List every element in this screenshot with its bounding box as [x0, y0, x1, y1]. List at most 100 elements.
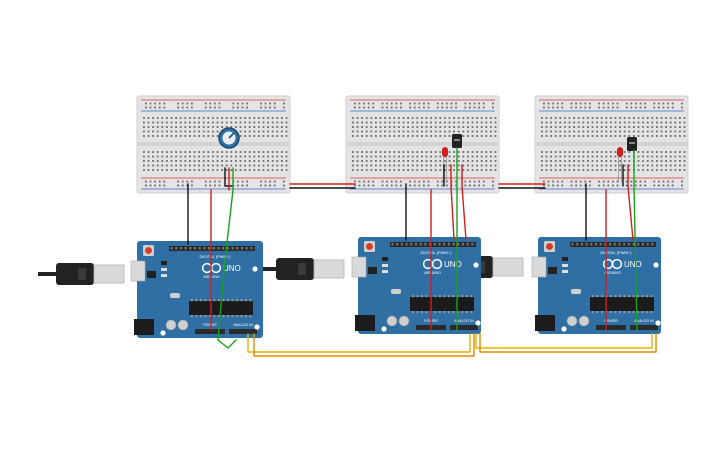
breadboard-hole [402, 117, 405, 119]
breadboard-hole [273, 106, 276, 109]
header-pin [452, 243, 455, 246]
breadboard-hole [494, 121, 497, 124]
breadboard-hole [577, 121, 580, 124]
breadboard-hole [485, 130, 488, 133]
breadboard-hole [170, 151, 173, 153]
header-pin [585, 243, 588, 246]
breadboard-hole [554, 130, 557, 133]
breadboard-hole [552, 184, 554, 187]
breadboard-hole [614, 121, 617, 124]
breadboard-hole [161, 117, 164, 119]
breadboard-hole [253, 164, 256, 167]
breadboard-hole [543, 102, 545, 105]
chip-pin [637, 311, 639, 314]
breadboard-hole [637, 130, 640, 133]
breadboard-hole [653, 102, 656, 105]
breadboard-hole [152, 121, 154, 124]
breadboard-hole [216, 164, 219, 167]
breadboard-hole [610, 151, 612, 153]
breadboard-hole [605, 117, 608, 119]
breadboard-hole [276, 169, 279, 171]
breadboard-hole [476, 169, 478, 171]
breadboard-hole [630, 106, 633, 109]
breadboard-hole [462, 160, 465, 162]
wire-yellow [475, 333, 653, 349]
breadboard-hole [216, 155, 219, 158]
breadboard-hole [388, 126, 391, 128]
breadboard-hole [248, 160, 251, 162]
breadboard-hole [244, 155, 246, 158]
usb-cable-line [258, 267, 278, 271]
led-body [442, 147, 448, 157]
breadboard-channel [137, 142, 290, 146]
breadboard-hole [388, 121, 391, 124]
breadboard-hole [600, 117, 603, 119]
power-label: POWER [604, 319, 618, 323]
breadboard-hole [625, 184, 628, 187]
breadboard-hole [154, 102, 156, 105]
breadboard-hole [271, 160, 274, 162]
breadboard-hole [193, 164, 196, 167]
header-pin [443, 243, 446, 246]
breadboard-hole [427, 106, 430, 109]
breadboard-hole [589, 102, 591, 105]
breadboard-hole [230, 117, 233, 119]
breadboard-hole [669, 164, 672, 167]
header-pin [217, 247, 220, 250]
breadboard-hole [573, 135, 575, 137]
breadboard-hole [356, 160, 359, 162]
breadboard-hole [395, 106, 398, 109]
breadboard-hole [152, 151, 154, 153]
breadboard-hole [423, 102, 425, 105]
breadboard-hole [184, 126, 187, 128]
reset-button-cap[interactable] [366, 243, 373, 250]
breadboard-hole [623, 121, 626, 124]
reset-button-cap[interactable] [145, 247, 152, 254]
breadboard-hole [610, 169, 612, 171]
breadboard-hole [170, 164, 173, 167]
breadboard-hole [407, 155, 409, 158]
breadboard-hole [476, 155, 478, 158]
wire-red [450, 164, 455, 241]
breadboard-hole [175, 169, 177, 171]
breadboard-hole [660, 164, 663, 167]
breadboard-hole [379, 117, 382, 119]
breadboard-channel [346, 142, 499, 146]
breadboard-hole [253, 126, 256, 128]
breadboard-hole [411, 169, 414, 171]
breadboard-hole [425, 164, 428, 167]
breadboard-hole [285, 117, 288, 119]
breadboard-hole [473, 180, 476, 183]
breadboard-hole [390, 106, 393, 109]
breadboard-hole [635, 184, 637, 187]
breadboard-hole [665, 135, 667, 137]
brand-label: ARDUINO [424, 271, 441, 275]
component-group [218, 127, 637, 182]
breadboard-hole [400, 106, 402, 109]
breadboard-hole [262, 151, 265, 153]
breadboard-hole [218, 180, 221, 183]
breadboard-hole [485, 126, 488, 128]
breadboard-hole [462, 169, 465, 171]
breadboard-hole [276, 135, 279, 137]
breadboard-hole [163, 102, 166, 105]
breadboard-hole [407, 117, 409, 119]
breadboard-hole [145, 180, 147, 183]
breadboard-hole [175, 151, 177, 153]
header-pin [429, 243, 432, 246]
breadboard-hole [166, 135, 168, 137]
breadboard-hole [361, 155, 363, 158]
breadboard-hole [398, 151, 400, 153]
breadboard-hole [616, 184, 619, 187]
breadboard-hole [375, 160, 377, 162]
reset-button-cap[interactable] [546, 243, 553, 250]
breadboard-hole [384, 130, 386, 133]
analog-header [450, 325, 478, 330]
breadboard-hole [379, 160, 382, 162]
breadboard-hole [434, 117, 437, 119]
breadboard-hole [602, 180, 605, 183]
chip-pin [425, 295, 428, 298]
breadboard-hole [665, 117, 667, 119]
breadboard-hole [264, 180, 267, 183]
breadboard-hole [381, 180, 384, 183]
